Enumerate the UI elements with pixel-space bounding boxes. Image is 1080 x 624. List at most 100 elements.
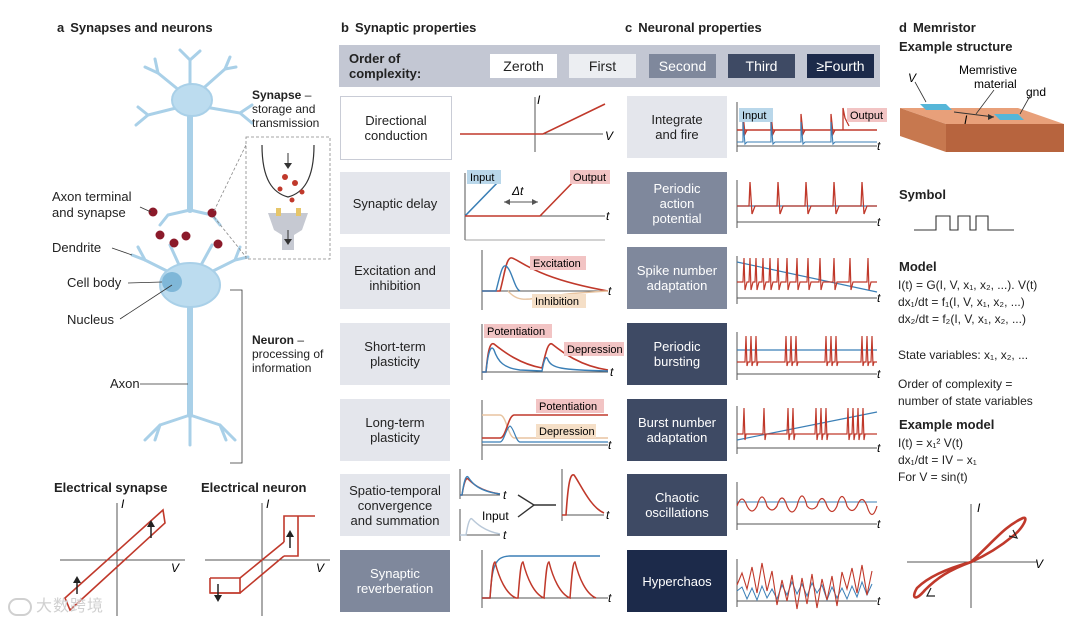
hyperchaos-red-trace [736,562,873,610]
prop-synaptic-delay: Synaptic delay [340,172,450,234]
svg-text:Output: Output [850,110,883,122]
svg-text:Potentiation: Potentiation [539,401,597,413]
state-variables: State variables: x₁, x₂, ... [898,348,1029,362]
plot-short-term-plasticity: Potentiation Depression t [481,324,624,380]
svg-text:V: V [605,129,614,143]
plot-synaptic-reverberation: t [481,550,612,608]
legend-zeroth: Zeroth [490,54,557,78]
plot-excitation-inhibition: Excitation Inhibition t [481,250,612,310]
model-eq3: dx₂/dt = f₂(I, V, x₁, x₂, ...) [898,312,1026,326]
svg-text:Output: Output [573,172,606,184]
svg-text:Input: Input [470,172,494,184]
svg-text:I: I [977,501,981,515]
electrical-neuron-iv-plot: I V [205,498,330,616]
prop-hyperchaos: Hyperchaos [627,550,727,612]
svg-text:t: t [608,438,612,452]
left-electrode [920,104,952,110]
synapse-v-axis: V [171,561,180,575]
plot-chaotic-oscillations: t [736,482,881,531]
neuron-illustration [111,48,331,464]
chaotic-trace [736,495,878,516]
memristor-device: V Memristive material gnd I [900,63,1064,152]
watermark-logo-icon [8,597,32,616]
legend-second: Second [649,54,716,78]
svg-text:Depression: Depression [539,426,595,438]
plot-spatiotemporal-summation: t Input t t [459,469,610,542]
svg-text:t: t [606,209,610,223]
svg-text:Excitation: Excitation [533,258,581,270]
example-model-title: Example model [899,417,995,432]
svg-text:t: t [610,365,614,379]
svg-text:Input: Input [742,110,766,122]
svg-text:gnd: gnd [1026,85,1046,99]
svg-text:Input: Input [482,509,509,523]
svg-text:t: t [608,591,612,605]
plot-synaptic-delay: Input Output Δt t [464,170,610,241]
neuron-label: Neuron – processing of information [252,333,324,375]
svg-text:t: t [877,517,881,531]
memristor-symbol-icon [914,215,1014,231]
svg-text:V: V [1035,557,1044,571]
svg-text:Δt: Δt [511,184,524,198]
electrical-synapse-title: Electrical synapse [54,480,168,495]
nucleus-label: Nucleus [67,312,114,327]
axon-label: Axon [110,376,140,391]
svg-text:t: t [503,528,507,542]
model-eq2: dx₁/dt = f₁(I, V, x₁, x₂, ...) [898,295,1025,309]
neuron-v-axis: V [316,561,325,575]
svg-text:t: t [606,508,610,522]
legend-fourth: ≥Fourth [807,54,874,78]
synapse-i-axis: I [121,498,125,511]
svg-text:I: I [964,113,968,127]
svg-text:Memristive: Memristive [959,63,1017,77]
svg-text:t: t [877,367,881,381]
svg-text:t: t [877,215,881,229]
plot-burst-number-adaptation: t [736,406,881,455]
svg-text:Depression: Depression [567,344,623,356]
plot-hyperchaos: t [736,559,881,610]
burst-adaptation-trace [737,407,877,441]
spike-adaptation-trace [737,257,877,291]
reverberation-trace [482,561,597,600]
legend-first: First [569,54,636,78]
model-equations: I(t) = G(I, V, x₁, x₂, ...). V(t) dx₁/dt… [898,277,1037,328]
svg-text:material: material [974,77,1017,91]
example-structure-title: Example structure [899,39,1013,54]
svg-text:I: I [537,93,541,107]
plot-spike-number-adaptation: t [736,256,881,305]
svg-text:V: V [908,71,917,85]
nucleus-shape [162,272,182,292]
svg-text:t: t [877,139,881,153]
periodic-bursting-trace [737,335,877,367]
example-model-equations: I(t) = x₁² V(t) dx₁/dt = IV − x₁ For V =… [898,436,977,484]
svg-text:t: t [877,594,881,608]
dendrite-label: Dendrite [52,240,102,255]
periodic-ap-trace [737,181,877,215]
symbol-title: Symbol [899,187,946,202]
neuron-i-axis: I [266,498,270,511]
order-of-complexity-note: Order of complexity = number of state va… [898,377,1033,408]
model-eq1: I(t) = G(I, V, x₁, x₂, ...). V(t) [898,278,1038,292]
plot-directional-conduction: I V [460,93,614,152]
legend-third: Third [728,54,795,78]
memristor-hysteresis-plot: I V [907,501,1044,608]
electrical-synapse-iv-plot: I V [60,498,185,616]
electrical-neuron-title: Electrical neuron [201,480,307,495]
plot-integrate-and-fire: Input Output t [736,102,887,153]
plot-periodic-action-potential: t [736,180,881,229]
